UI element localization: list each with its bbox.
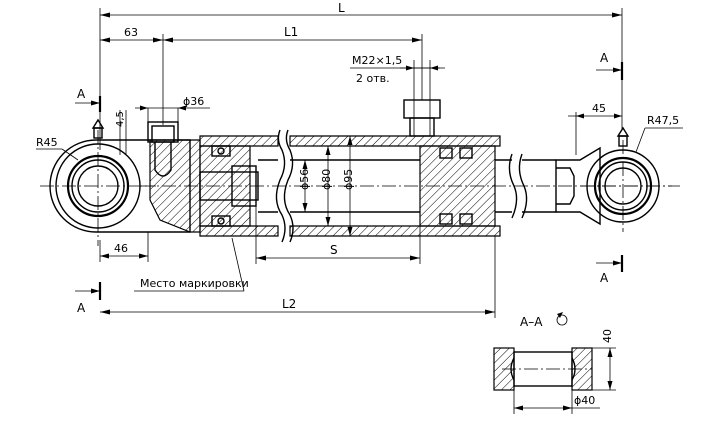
dimension-L: L (99, 1, 623, 150)
bore-dia-label: ϕ80 (320, 169, 333, 190)
section-marks: A A A A (75, 51, 624, 315)
right-eye: R47,5 (555, 114, 683, 232)
dim-46-label: 46 (114, 242, 128, 255)
section-A-A: A–A 40 ϕ40 (493, 312, 616, 414)
diameter-dims: ϕ56 ϕ80 ϕ95 (298, 136, 355, 236)
section-mark-top-left: A (77, 87, 86, 101)
marking-label: Место маркировки (140, 277, 249, 290)
dim-L1-label: L1 (284, 25, 298, 39)
cylinder-base (147, 121, 201, 233)
dim-L2-label: L2 (282, 297, 296, 311)
dimension-46: 46 (99, 232, 149, 262)
dim-L-label: L (338, 1, 345, 15)
dim-45-right-label: 45 (592, 102, 606, 115)
port-thread-callout: M22×1,5 2 отв. (350, 54, 445, 100)
section-height-label: 40 (601, 329, 614, 343)
port-thread-line1: M22×1,5 (352, 54, 402, 67)
port-dia-label: ϕ36 (183, 95, 204, 108)
dimension-L1: 63 L1 (100, 25, 423, 125)
dimension-S: S (255, 206, 421, 264)
section-mark-bottom-right: A (600, 271, 609, 285)
port-thread-line2: 2 отв. (356, 72, 390, 85)
radius-right-label: R47,5 (647, 114, 679, 127)
marking-callout: Место маркировки (134, 237, 249, 292)
rod-dia-label: ϕ56 (298, 169, 311, 190)
dim-45-top-label: 4,5 (115, 111, 126, 127)
tube-dia-label: ϕ95 (342, 169, 355, 190)
port-dia-callout: ϕ36 (135, 95, 210, 124)
dim-S-label: S (330, 243, 338, 257)
section-title: A–A (520, 315, 543, 329)
section-width-label: ϕ40 (574, 394, 595, 407)
radius-left-label: R45 (36, 136, 58, 149)
dimension-45-right: 45 (568, 102, 622, 155)
dim-63-label: 63 (124, 26, 138, 39)
dimension-L2: L2 (100, 236, 496, 318)
piston-rod (140, 153, 680, 219)
left-eye: R45 4,5 (36, 110, 191, 246)
section-mark-top-right: A (600, 51, 609, 65)
section-mark-bottom-left: A (77, 301, 86, 315)
